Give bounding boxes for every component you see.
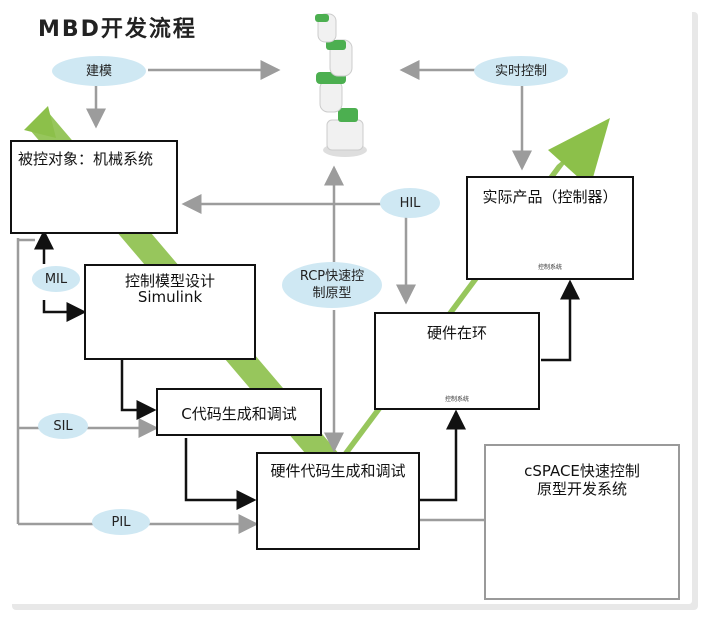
green-v-arrow-left-head [24,106,56,138]
rcp-line1: RCP快速控 [299,269,365,284]
hil-box-label: 硬件在环 [426,324,487,342]
box-cspace: cSPACE快速控制 原型开发系统 [484,444,680,600]
box-plant: 被控对象：机械系统 [10,140,178,234]
black-connectors [34,229,580,510]
hwcode-label: 硬件代码生成和调试 [270,462,406,480]
line-mil-model [42,300,87,322]
box-product: 实际产品（控制器） 控制系统 [466,176,634,280]
cspace-label-line2: 原型开发系统 [536,480,627,498]
ccode-label: C代码生成和调试 [181,405,297,423]
green-v-arrow-right-head [548,118,610,188]
box-model: 控制模型设计 Simulink [84,264,256,360]
product-label: 实际产品（控制器） [482,188,618,206]
model-label-line1: 控制模型设计 [124,272,215,290]
oval-pil: PIL [92,509,150,535]
rcp-line2: 制原型 [312,286,352,301]
oval-modeling: 建模 [52,56,146,86]
oval-mil: MIL [32,266,80,292]
oval-sil: SIL [38,413,88,439]
product-device-caption: 控制系统 [537,264,562,271]
line-ccode-hwcode [184,438,257,510]
oval-realtime: 实时控制 [474,56,568,86]
page-title: MBD开发流程 [38,17,197,42]
plant-label: 被控对象：机械系统 [18,150,154,168]
oval-rcp: RCP快速控 制原型 [282,262,382,308]
hil-device-caption: 控制系统 [444,396,469,403]
line-hil-product [541,279,580,362]
oval-hil: HIL [380,188,440,218]
box-ccode: C代码生成和调试 [156,388,322,436]
line-hwcode-hil [420,409,466,502]
box-hil: 硬件在环 控制系统 [374,312,540,410]
line-model-ccode [120,358,157,420]
robot-arm-image [315,13,367,157]
cspace-label-line1: cSPACE快速控制 [524,462,640,480]
box-hwcode: 硬件代码生成和调试 [256,452,420,550]
model-label-line2: Simulink [137,288,203,306]
